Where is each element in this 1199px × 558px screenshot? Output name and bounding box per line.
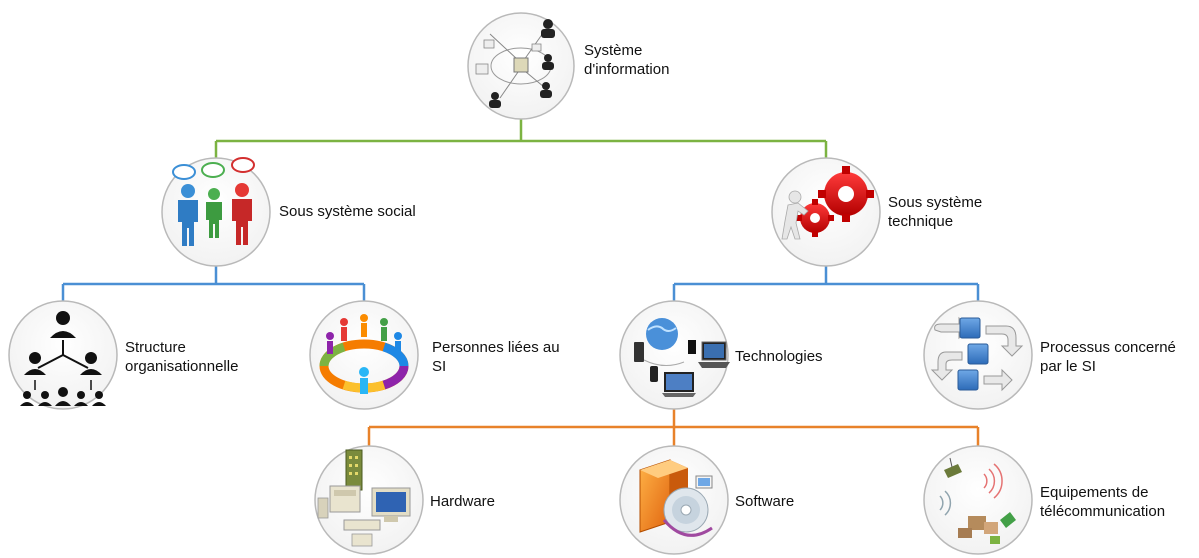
technical-label-line1: Sous système	[888, 194, 983, 211]
social-label: Sous système social	[279, 202, 416, 221]
processus-label: Processus concerné par le SI	[1040, 338, 1176, 376]
hardware-label-line1: Hardware	[430, 493, 496, 510]
technical-label: Sous système technique	[888, 193, 982, 231]
root-label-line2: d'information	[584, 61, 670, 78]
processus-label-line2: par le SI	[1040, 358, 1096, 375]
node-social[interactable]	[161, 157, 271, 267]
telecom-circle	[923, 445, 1033, 555]
node-technical[interactable]	[771, 157, 881, 267]
root-label: Système d'information	[584, 41, 669, 79]
software-label-line1: Software	[735, 493, 795, 510]
hardware-icon	[317, 449, 411, 547]
process-flow-icon	[930, 316, 1024, 392]
hardware-label: Hardware	[430, 492, 495, 511]
telecom-label: Equipements de télécommunication	[1040, 483, 1165, 521]
node-structure[interactable]	[8, 300, 118, 410]
node-software[interactable]	[619, 445, 729, 555]
connectors-level2	[61, 264, 980, 303]
telecom-label-line1: Equipements de	[1040, 484, 1149, 501]
technologies-circle	[619, 300, 729, 410]
gears-icon	[781, 166, 874, 240]
hardware-circle	[314, 445, 424, 555]
structure-label: Structure organisationnelle	[125, 338, 238, 376]
node-personnes[interactable]	[309, 300, 419, 410]
node-technologies[interactable]	[619, 300, 730, 410]
technical-label-line2: technique	[888, 213, 954, 230]
processus-label-line1: Processus concerné	[1040, 339, 1176, 356]
social-label-line1: Sous système social	[279, 203, 416, 220]
people-puzzle-ring-icon	[319, 314, 409, 394]
connectors-level1	[214, 118, 828, 160]
personnes-label: Personnes liées au SI	[432, 338, 560, 376]
structure-label-line2: organisationnelle	[125, 358, 239, 375]
software-label: Software	[735, 492, 794, 511]
personnes-label-line1: Personnes liées au	[432, 339, 560, 356]
node-telecom[interactable]	[923, 445, 1033, 555]
people-speech-bubbles-icon	[172, 157, 255, 246]
technologies-label: Technologies	[735, 347, 823, 366]
node-processus[interactable]	[923, 300, 1033, 410]
devices-icon	[634, 318, 730, 397]
node-root[interactable]	[467, 12, 575, 120]
personnes-label-line2: SI	[432, 358, 447, 375]
structure-label-line1: Structure	[125, 339, 186, 356]
connectors-level3	[367, 407, 980, 447]
telecom-antenna-icon	[939, 457, 1016, 544]
technologies-label-line1: Technologies	[735, 348, 823, 365]
telecom-label-line2: télécommunication	[1040, 503, 1166, 520]
network-diagram-icon	[475, 19, 555, 108]
node-hardware[interactable]	[314, 445, 424, 555]
org-chart-icon	[20, 311, 106, 406]
root-label-line1: Système	[584, 42, 643, 59]
software-box-icon	[639, 459, 713, 537]
